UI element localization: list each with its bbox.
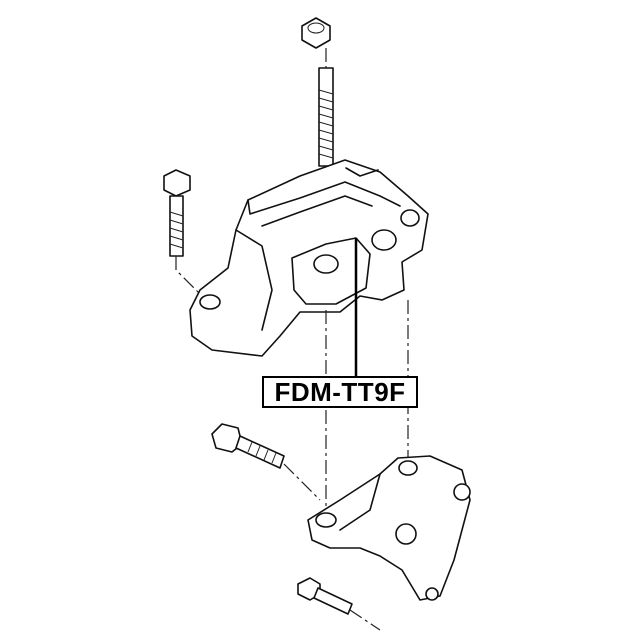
mount-bracket: [307, 455, 471, 601]
top-nut: [301, 17, 331, 49]
left-bolt: [163, 169, 207, 301]
bottom-stud: [297, 577, 381, 631]
engine-mount: [189, 159, 429, 357]
side-bolt: [211, 423, 321, 501]
top-stud: [318, 48, 334, 167]
part-number-label: FDM-TT9F: [262, 376, 418, 408]
